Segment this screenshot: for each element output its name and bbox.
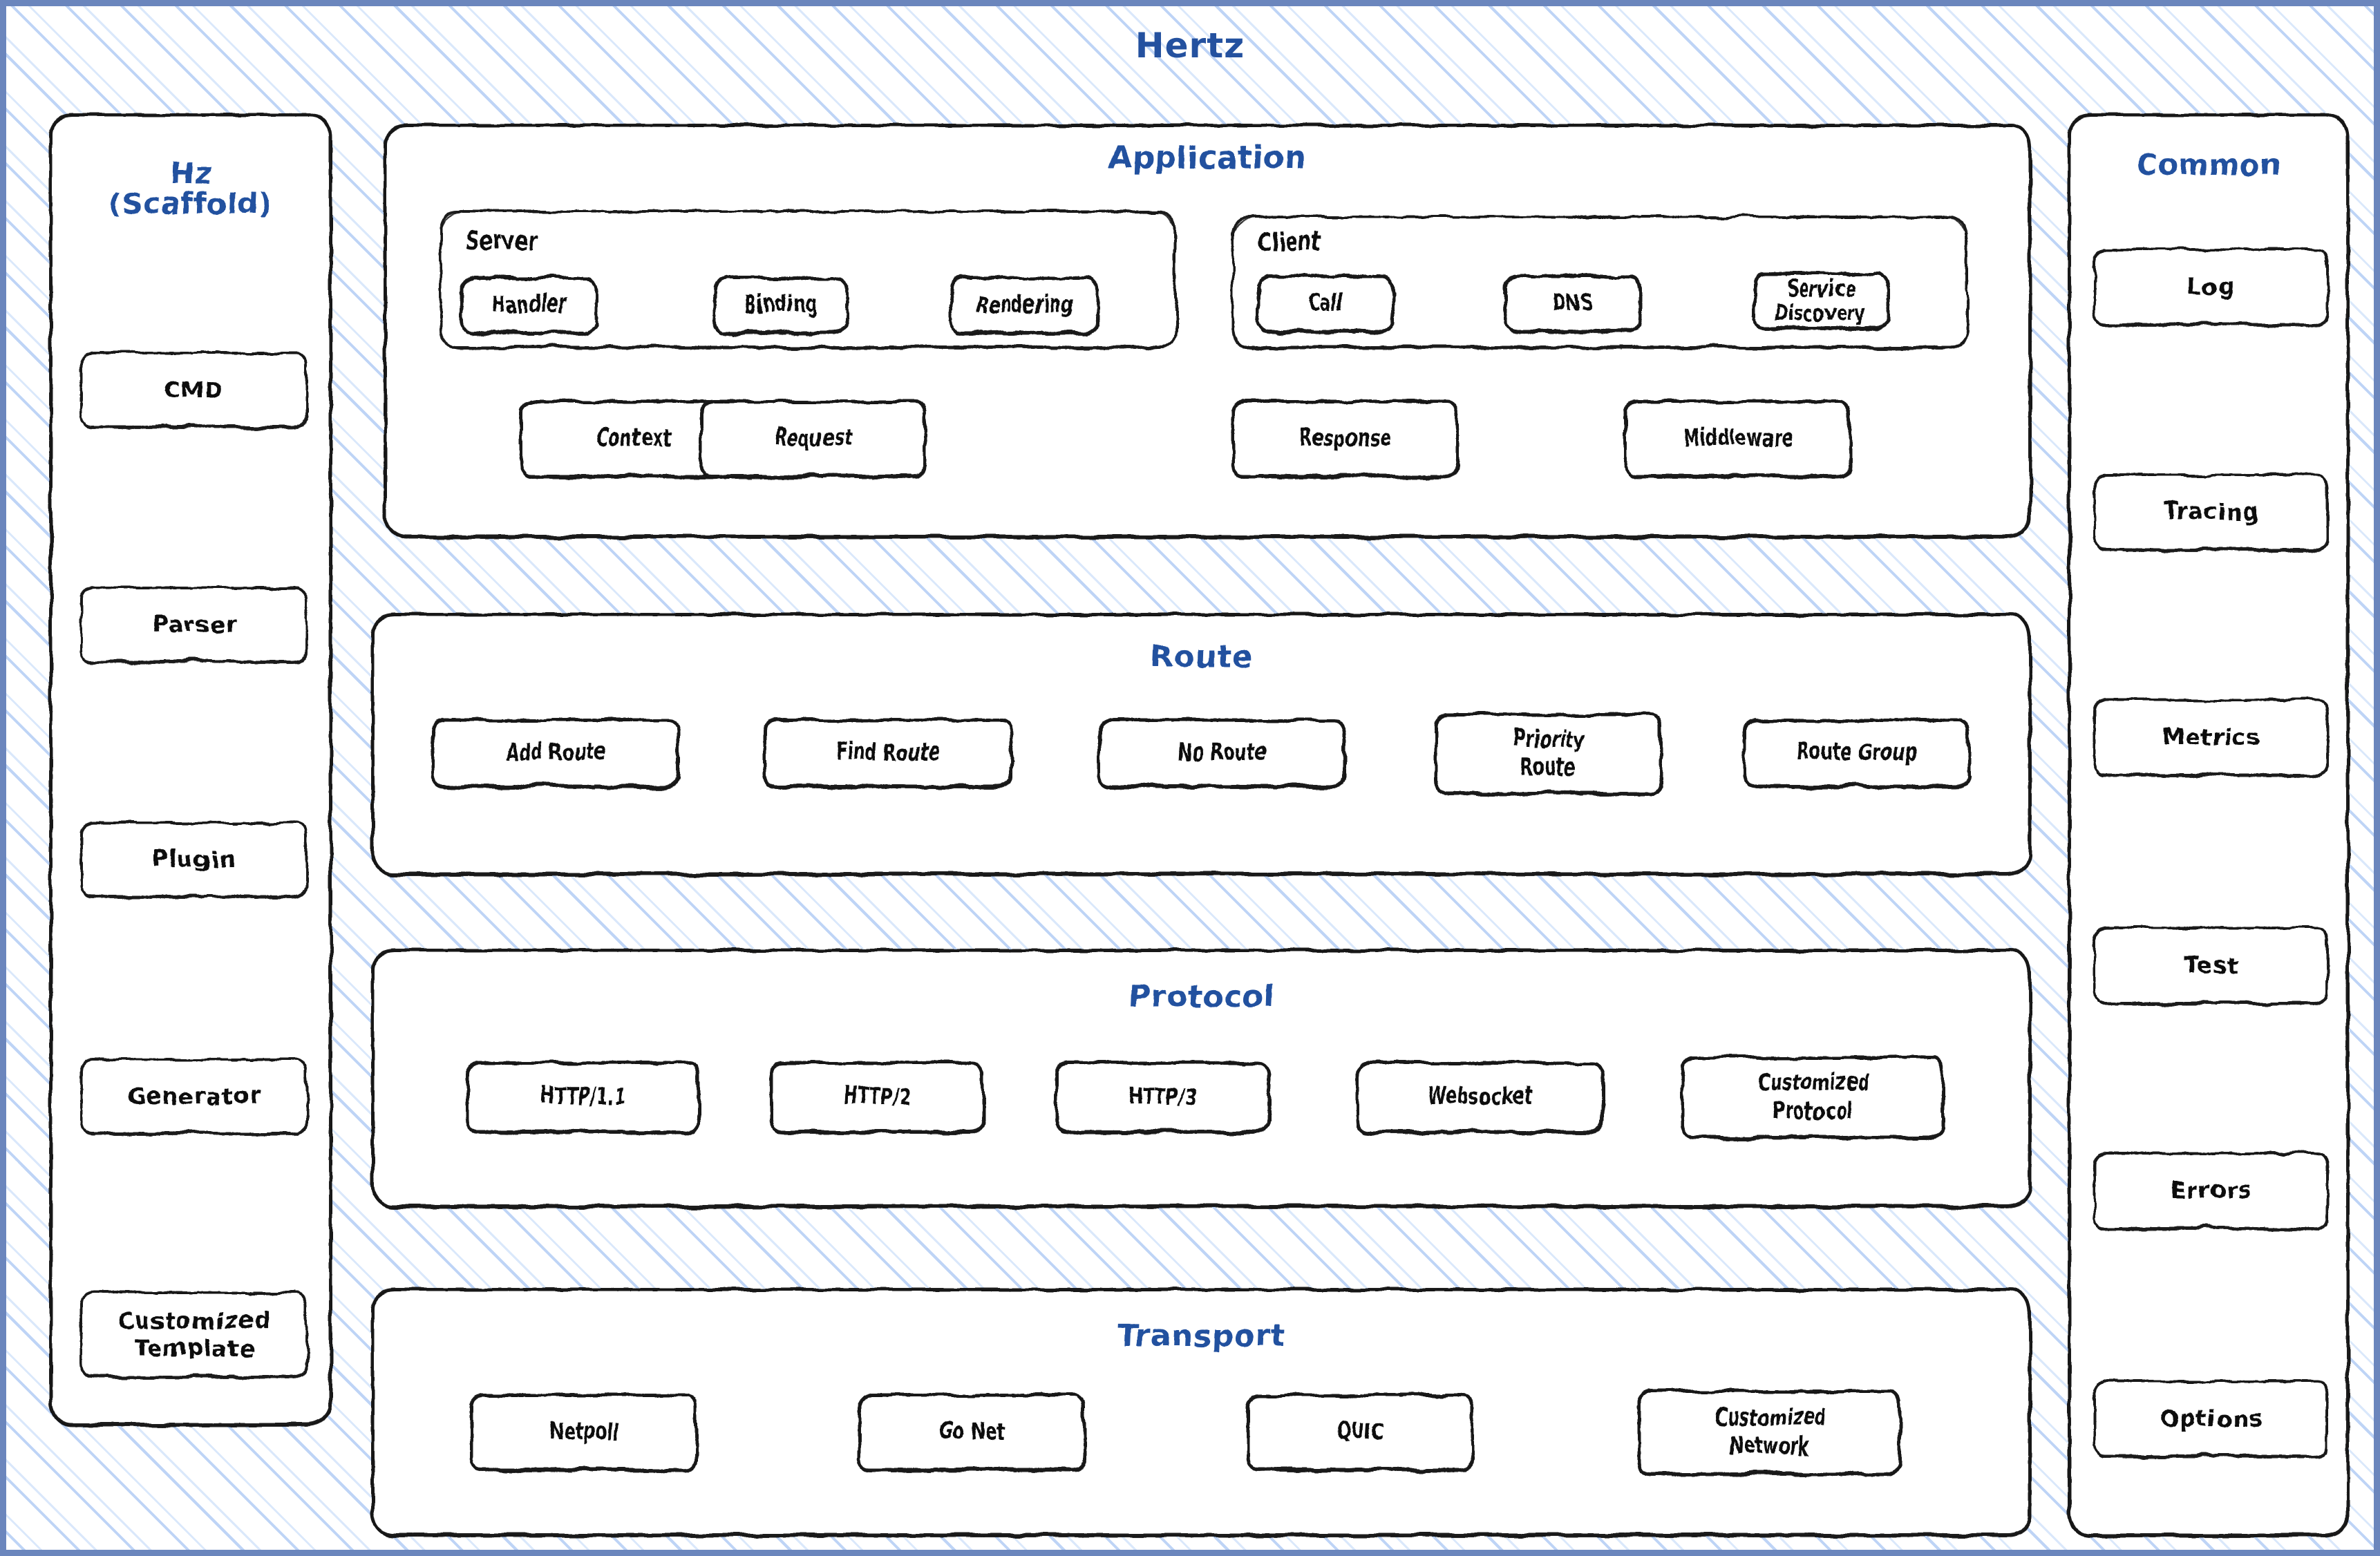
scaffold-item-plugin[interactable]: Plugin [80,822,308,898]
scaffold-item-customized-template[interactable]: Customized Template [80,1291,308,1378]
server-item-rendering[interactable]: Rendering [950,276,1099,335]
application-item-request[interactable]: Request [699,400,927,478]
scaffold-item-label: CMD [164,376,225,404]
scaffold-item-label: Generator [126,1083,261,1110]
panel-transport: Transport Netpoll Go Net QUIC Customized… [371,1288,2032,1537]
transport-item-quic[interactable]: QUIC [1247,1394,1475,1472]
route-item-find-route[interactable]: Find Route [763,719,1013,788]
route-item-label: No Route [1177,739,1267,767]
common-item-label: Metrics [2162,723,2260,751]
application-item-label: Context [595,424,672,453]
panel-common: Common Log Tracing Metrics Test Errors O… [2068,113,2350,1537]
protocol-item-customized-protocol[interactable]: Customized Protocol [1681,1056,1945,1139]
scaffold-item-label: Customized Template [117,1307,272,1362]
client-item-label: Service Discovery [1774,275,1867,326]
protocol-item-websocket[interactable]: Websocket [1356,1061,1605,1134]
common-item-label: Tracing [2163,498,2260,526]
subpanel-client: Client Call DNS Service Discovery [1231,216,1968,349]
route-item-no-route[interactable]: No Route [1097,719,1346,788]
panel-protocol: Protocol HTTP/1.1 HTTP/2 HTTP/3 Websocke… [371,949,2032,1208]
server-item-binding[interactable]: Binding [713,276,849,335]
common-item-label: Errors [2171,1177,2252,1204]
scaffold-item-generator[interactable]: Generator [80,1059,308,1135]
transport-item-label: QUIC [1337,1418,1386,1446]
application-item-label: Middleware [1681,424,1795,453]
server-item-label: Rendering [974,291,1075,319]
scaffold-item-cmd[interactable]: CMD [80,352,308,428]
transport-item-label: Netpoll [548,1418,620,1446]
protocol-title: Protocol [1128,979,1275,1014]
application-item-middleware[interactable]: Middleware [1624,400,1852,478]
common-item-label: Test [2184,951,2239,979]
protocol-item-label: HTTP/2 [842,1083,912,1111]
client-label: Client [1256,227,1323,257]
protocol-item-label: Customized Protocol [1757,1068,1870,1125]
protocol-item-http11[interactable]: HTTP/1.1 [466,1061,701,1134]
route-item-label: Priority Route [1513,725,1586,781]
common-item-label: Options [2160,1405,2263,1432]
protocol-item-label: Websocket [1427,1083,1533,1111]
server-item-label: Handler [491,291,568,319]
route-item-priority-route[interactable]: Priority Route [1435,713,1663,795]
protocol-item-label: HTTP/3 [1127,1083,1198,1111]
client-item-call[interactable]: Call [1256,275,1395,334]
transport-title: Transport [1117,1318,1286,1354]
transport-item-label: Go Net [938,1418,1006,1446]
common-item-errors[interactable]: Errors [2093,1152,2330,1230]
panel-application: Application Server Handler Binding Rende… [384,124,2032,539]
server-item-handler[interactable]: Handler [460,276,598,335]
route-item-label: Add Route [504,739,607,767]
subpanel-server: Server Handler Binding Rendering [440,210,1176,349]
protocol-item-http3[interactable]: HTTP/3 [1055,1061,1270,1134]
server-label: Server [464,225,539,256]
common-item-options[interactable]: Options [2093,1380,2330,1458]
panel-scaffold: Hz (Scaffold) CMD Parser Plugin Generato… [49,113,332,1427]
route-item-add-route[interactable]: Add Route [431,719,680,788]
scaffold-item-label: Parser [151,611,237,638]
transport-item-netpoll[interactable]: Netpoll [470,1394,698,1472]
scaffold-item-label: Plugin [152,846,236,873]
panel-route: Route Add Route Find Route No Route Prio… [371,613,2032,876]
scaffold-title: Hz (Scaffold) [108,156,273,221]
protocol-item-http2[interactable]: HTTP/2 [770,1061,984,1134]
route-title: Route [1149,639,1254,674]
route-item-route-group[interactable]: Route Group [1743,719,1971,788]
common-item-test[interactable]: Test [2093,927,2330,1005]
application-title: Application [1108,140,1307,175]
common-item-log[interactable]: Log [2093,248,2330,326]
client-item-label: DNS [1551,290,1594,318]
server-item-label: Binding [744,291,818,319]
common-title: Common [2135,148,2282,182]
transport-item-label: Customized Network [1714,1403,1827,1460]
client-item-label: Call [1307,290,1344,318]
transport-item-go-net[interactable]: Go Net [858,1394,1086,1472]
application-item-response[interactable]: Response [1231,400,1460,478]
common-item-tracing[interactable]: Tracing [2093,473,2330,551]
common-item-label: Log [2187,273,2236,301]
scaffold-item-parser[interactable]: Parser [80,587,308,663]
route-item-label: Route Group [1796,739,1918,767]
client-item-service-discovery[interactable]: Service Discovery [1753,272,1889,331]
application-item-label: Response [1298,424,1392,453]
transport-item-customized-network[interactable]: Customized Network [1638,1389,1902,1476]
page-title: Hertz [1135,26,1245,66]
common-item-metrics[interactable]: Metrics [2093,699,2330,777]
application-item-label: Request [773,424,853,453]
route-item-label: Find Route [835,739,941,767]
protocol-item-label: HTTP/1.1 [539,1083,627,1111]
client-item-dns[interactable]: DNS [1504,275,1642,334]
